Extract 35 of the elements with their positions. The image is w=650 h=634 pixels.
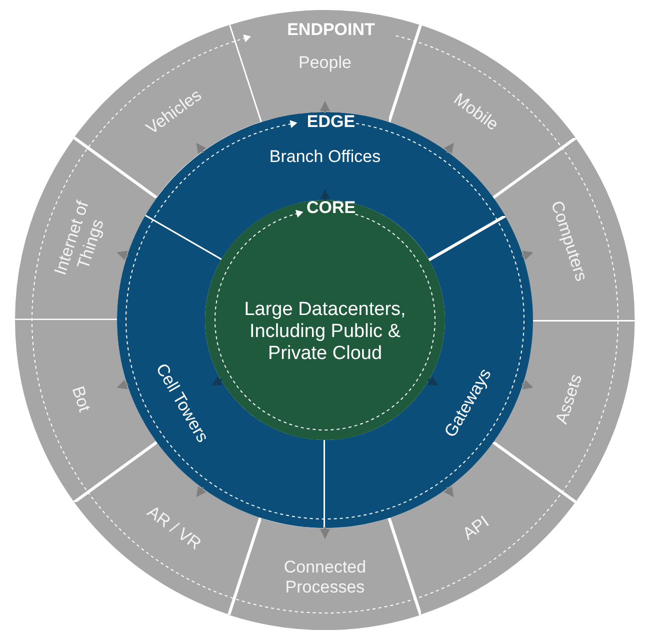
segment-label: AR / VR: [143, 502, 205, 554]
ring-segment: [74, 25, 261, 198]
ring-heading: CORE: [306, 198, 356, 218]
arrow: [427, 376, 438, 386]
ring-segment: [229, 518, 421, 630]
ring-heading: EDGE: [306, 112, 356, 132]
ring-segment: [389, 25, 576, 198]
segment-label: Bot: [67, 384, 94, 415]
segment-label: API: [459, 512, 493, 544]
arrow: [212, 376, 223, 386]
segment-label: People: [298, 53, 352, 73]
arrow: [320, 101, 330, 113]
ring-segment: [493, 138, 635, 320]
ring-segment: [15, 138, 157, 320]
arrow: [320, 189, 330, 201]
arrow: [116, 380, 128, 390]
arrow: [444, 142, 454, 154]
segment-label: Assets: [552, 372, 587, 427]
arrow: [116, 250, 128, 260]
arrow: [522, 250, 534, 260]
arrow: [444, 486, 454, 498]
arrow: [320, 527, 330, 539]
ring-segment: [74, 442, 261, 615]
core-description: Large Datacenters, Including Public & Private Cloud: [243, 299, 407, 365]
ring-heading: ENDPOINT: [287, 20, 375, 40]
segment-label: Connected Processes: [282, 557, 368, 597]
segment-label: Internet of Things: [49, 197, 108, 279]
ring-segment: [15, 320, 157, 502]
arrow: [522, 380, 534, 390]
arrow: [196, 486, 206, 498]
ring-segment: [493, 320, 635, 502]
ring-segment: [389, 442, 576, 615]
segment-label: Branch Offices: [269, 147, 381, 167]
arrow: [196, 142, 206, 154]
core-circle: [205, 200, 445, 440]
